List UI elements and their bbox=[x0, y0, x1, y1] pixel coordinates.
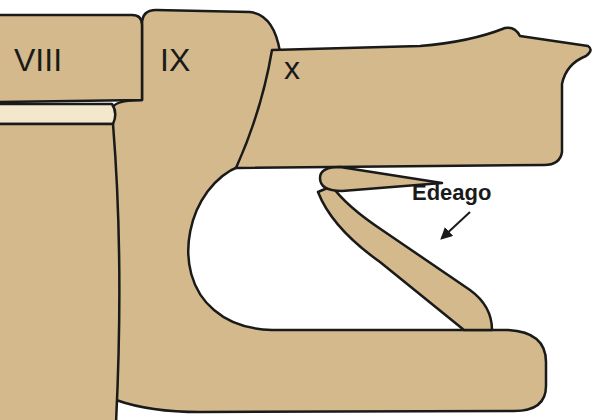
segment-viii bbox=[0, 15, 142, 102]
segment-x bbox=[236, 28, 591, 168]
leader-arrow bbox=[442, 212, 470, 238]
segment-number: VIII bbox=[14, 44, 62, 76]
segment-number: x bbox=[284, 52, 300, 84]
membrane-stripe bbox=[0, 104, 115, 124]
segment-number: IX bbox=[160, 44, 190, 76]
part-name: Edeago bbox=[412, 182, 491, 204]
aedeagus bbox=[318, 186, 492, 330]
segment-viii-sternite bbox=[0, 124, 119, 420]
